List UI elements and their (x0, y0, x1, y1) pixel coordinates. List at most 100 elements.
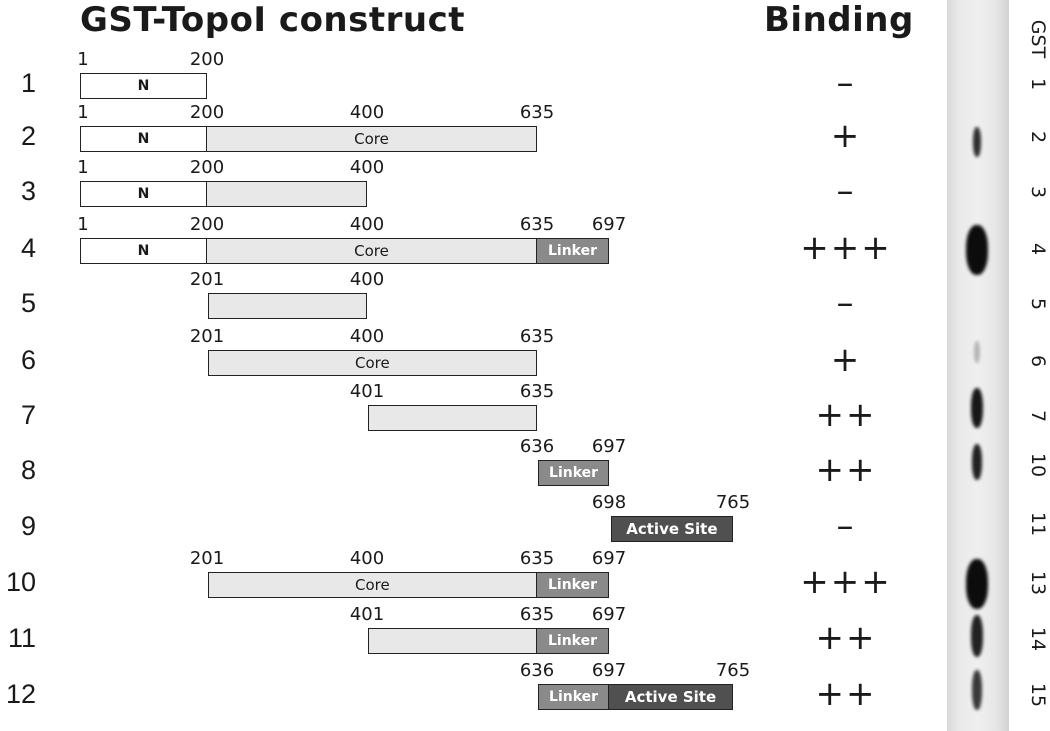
residue-position-label: 635 (519, 548, 555, 569)
gel-lane-label: 6 (1027, 354, 1049, 368)
binding-strength: ++ (815, 450, 877, 490)
gel-band (966, 559, 988, 609)
domain-linker-segment: Linker (538, 684, 609, 710)
residue-position-label: 400 (349, 269, 385, 290)
domain-linker-segment: Linker (537, 238, 609, 264)
construct-number: 9 (20, 511, 36, 541)
domain-n-segment: N (80, 73, 207, 99)
residue-position-label: 1 (77, 214, 89, 235)
gel-band (971, 388, 983, 428)
gel-lane-label: 15 (1027, 682, 1049, 708)
construct-number: 10 (5, 567, 36, 597)
residue-position-label: 1 (77, 157, 89, 178)
gel-lane-label: 10 (1027, 452, 1049, 478)
residue-position-label: 1 (77, 102, 89, 123)
domain-core-segment: Core (207, 238, 537, 264)
residue-position-label: 200 (189, 49, 225, 70)
residue-position-label: 635 (519, 604, 555, 625)
gel-lane-label: 2 (1027, 130, 1049, 144)
domain-core-segment (367, 405, 537, 431)
binding-header: Binding (764, 0, 914, 40)
gel-lane-label: 5 (1027, 297, 1049, 311)
gel-lane-label: 11 (1027, 511, 1049, 537)
residue-position-label: 200 (189, 214, 225, 235)
residue-position-label: 400 (349, 157, 385, 178)
western-blot-strip (947, 0, 1009, 731)
gel-band (966, 225, 988, 275)
domain-linker-segment: Linker (537, 572, 609, 598)
residue-position-label: 698 (591, 492, 627, 513)
figure-title: GST-TopoI construct (80, 0, 466, 40)
residue-position-label: 200 (189, 102, 225, 123)
construct-number: 2 (20, 121, 36, 151)
domain-n-segment: N (80, 238, 207, 264)
residue-position-label: 401 (349, 604, 385, 625)
domain-core-segment: Core (207, 350, 537, 376)
binding-strength: + (830, 340, 862, 380)
gel-band (973, 127, 981, 157)
residue-position-label: 635 (519, 214, 555, 235)
construct-number: 6 (20, 345, 36, 375)
binding-strength: ++ (815, 618, 877, 658)
residue-position-label: 201 (189, 269, 225, 290)
binding-strength: +++ (800, 562, 892, 602)
domain-n-segment: N (80, 126, 207, 152)
residue-position-label: 635 (519, 381, 555, 402)
residue-position-label: 400 (349, 548, 385, 569)
domain-core-segment (207, 293, 367, 319)
residue-position-label: 400 (349, 326, 385, 347)
residue-position-label: 636 (519, 436, 555, 457)
gel-lane-label: GST (1027, 19, 1049, 59)
domain-n-segment: N (80, 181, 207, 207)
residue-position-label: 1 (77, 49, 89, 70)
construct-number: 7 (20, 400, 36, 430)
gel-band (974, 341, 980, 363)
gel-band (971, 615, 983, 657)
residue-position-label: 201 (189, 548, 225, 569)
residue-position-label: 635 (519, 326, 555, 347)
binding-strength: ++ (815, 674, 877, 714)
construct-number: 1 (20, 68, 36, 98)
binding-strength: – (836, 283, 856, 323)
binding-strength: + (830, 116, 862, 156)
binding-strength: +++ (800, 228, 892, 268)
residue-position-label: 697 (591, 604, 627, 625)
gel-lane-label: 7 (1027, 409, 1049, 423)
construct-number: 3 (20, 176, 36, 206)
gel-lane-label: 1 (1027, 77, 1049, 91)
domain-active-segment: Active Site (610, 516, 733, 542)
gel-lane-label: 14 (1027, 626, 1049, 652)
gel-lane-label: 3 (1027, 185, 1049, 199)
binding-strength: – (836, 171, 856, 211)
construct-number: 5 (20, 288, 36, 318)
construct-number: 8 (20, 455, 36, 485)
domain-core-segment: Core (207, 126, 537, 152)
residue-position-label: 200 (189, 157, 225, 178)
residue-position-label: 765 (715, 492, 751, 513)
residue-position-label: 635 (519, 102, 555, 123)
gel-band (972, 670, 982, 710)
residue-position-label: 400 (349, 102, 385, 123)
residue-position-label: 765 (715, 660, 751, 681)
binding-strength: – (836, 506, 856, 546)
residue-position-label: 636 (519, 660, 555, 681)
binding-strength: ++ (815, 395, 877, 435)
domain-core-segment (367, 628, 537, 654)
domain-linker-segment: Linker (538, 460, 609, 486)
residue-position-label: 697 (591, 548, 627, 569)
domain-active-segment: Active Site (609, 684, 733, 710)
gel-lane-label: 13 (1027, 570, 1049, 596)
residue-position-label: 697 (591, 436, 627, 457)
binding-strength: – (836, 63, 856, 103)
construct-number: 4 (20, 233, 36, 263)
domain-linker-segment: Linker (537, 628, 609, 654)
residue-position-label: 401 (349, 381, 385, 402)
residue-position-label: 400 (349, 214, 385, 235)
residue-position-label: 697 (591, 660, 627, 681)
construct-number: 12 (5, 679, 36, 709)
gel-band (972, 444, 982, 480)
residue-position-label: 201 (189, 326, 225, 347)
construct-number: 11 (7, 623, 36, 653)
domain-core-segment: Core (207, 572, 537, 598)
